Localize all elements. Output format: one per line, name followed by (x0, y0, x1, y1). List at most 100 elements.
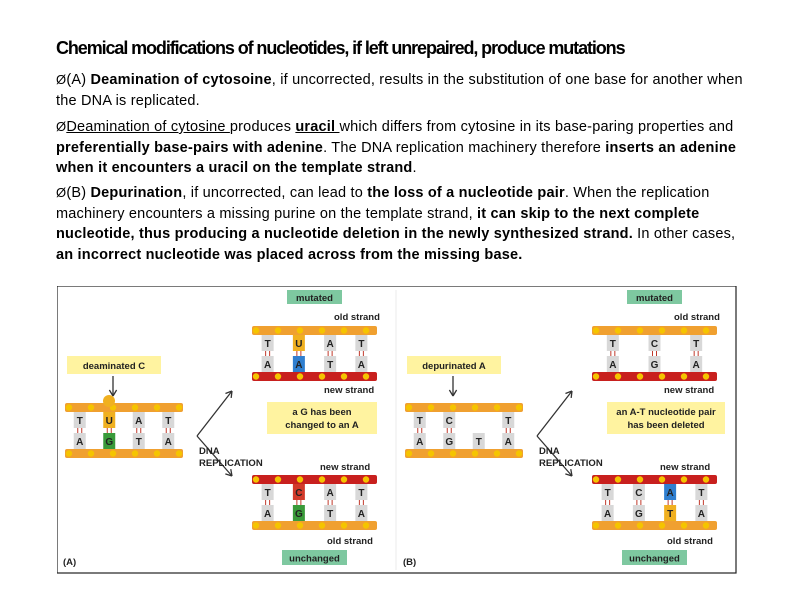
bullet-arrow-icon: Ø (56, 72, 67, 87)
paragraph-cytosine-deamination: Ø(A) Deamination of cytosoine, if uncorr… (56, 70, 746, 111)
a-unchanged-top-strand-phosphate (252, 476, 260, 483)
a-unchanged-bottom-strand (252, 521, 377, 530)
a-damaged-base-top (132, 412, 145, 428)
b-damaged-base-bottom-label: T (476, 437, 482, 448)
a-mutated-bottom-strand-phosphate (274, 373, 282, 380)
b-damaged-base-bottom-label: G (445, 437, 453, 448)
fork-b-up (536, 390, 573, 437)
b-mutated-base-top-label: C (651, 339, 658, 350)
b-damaged-bottom-strand-phosphate (493, 450, 501, 457)
b-unchanged-base-bottom-label: G (635, 509, 643, 520)
panel-letter-a: (A) (63, 557, 76, 568)
a-unchanged-base-bottom-label: G (295, 509, 303, 520)
a-mutated-base-top (292, 335, 305, 351)
fork-a-down (196, 435, 233, 477)
a-unchanged-bottom-strand-phosphate (318, 522, 326, 529)
a-mutated-top-strand-phosphate (274, 327, 282, 334)
a-unchanged-base-top (324, 484, 337, 500)
b-unchanged-base-bottom (695, 505, 708, 521)
callout-a-line1: a G has been (292, 407, 351, 418)
p3-t8: an incorrect nucleotide was placed acros… (56, 246, 523, 263)
a-mutated-base-bottom-label: A (264, 360, 271, 371)
a-damaged-top-strand-phosphate (87, 404, 95, 411)
a-damaged-base-top-label: A (135, 416, 142, 427)
b-unchanged-base-bottom (664, 505, 677, 521)
b-mutated-bottom-strand-phosphate (592, 373, 600, 380)
b-mutated-top-strand-phosphate (614, 327, 622, 334)
fork-b-down (536, 435, 573, 477)
b-unchanged-bottom-strand-phosphate (680, 522, 688, 529)
replication-label-b: REPLICATION (539, 458, 603, 469)
b-mutated-base-top (690, 335, 703, 351)
a-damaged-base-bottom (132, 433, 145, 449)
p3-t6: it can skip to the next complete nucleot… (56, 205, 700, 243)
dna-label-a: DNA (199, 446, 220, 457)
p3-t1: (B) (66, 185, 91, 201)
b-mutated-bottom-strand-phosphate (636, 373, 644, 380)
b-mutated-top-strand-phosphate (658, 327, 666, 334)
a-mutated-base-top (355, 335, 368, 351)
a-damaged-base-bottom-label: G (105, 437, 113, 448)
b-damaged-top-strand (405, 403, 523, 412)
b-mutated-base-top (606, 335, 619, 351)
a-unchanged-base-top-label: T (265, 488, 271, 499)
a-unchanged-bottom-strand-phosphate (340, 522, 348, 529)
p2-t1: Deamination of cytosine (66, 119, 230, 135)
a-unchanged-base-bottom (324, 505, 337, 521)
a-mutated-base-bottom (355, 356, 368, 372)
b-unchanged-base-top (695, 484, 708, 500)
a-mutated-base-top-label: T (358, 339, 364, 350)
callout-b-line1: an A-T nucleotide pair (616, 407, 716, 418)
b-unchanged-base-top (601, 484, 614, 500)
p3-t5: . When the replication machinery encount… (56, 185, 710, 222)
b-unchanged-top-strand-phosphate (592, 476, 600, 483)
a-unchanged-top-strand-phosphate (318, 476, 326, 483)
b-mutated-bottom-strand-phosphate (614, 373, 622, 380)
b-unchanged-base-top-label: A (667, 488, 674, 499)
a-damaged-bottom-strand-phosphate (87, 450, 95, 457)
b-unchanged-base-top (632, 484, 645, 500)
bottom-new-strand-label-a: new strand (320, 462, 370, 473)
a-damaged-bottom-strand-phosphate (131, 450, 139, 457)
p1-label: (A) (66, 72, 91, 88)
a-unchanged-bottom-strand-phosphate (274, 522, 282, 529)
a-damaged-bottom-strand-phosphate (175, 450, 183, 457)
b-unchanged-base-bottom-label: A (604, 509, 611, 520)
a-unchanged-base-top (355, 484, 368, 500)
b-unchanged-base-top-label: T (605, 488, 611, 499)
b-unchanged-top-strand-phosphate (636, 476, 644, 483)
b-mutated-bottom-strand-phosphate (702, 373, 710, 380)
a-damaged-base-top-label: T (165, 416, 171, 427)
old-strand-label-a: old strand (334, 312, 380, 323)
a-mutated-base-bottom-label: A (358, 360, 365, 371)
b-damaged-bottom-strand (405, 449, 523, 458)
b-mutated-top-strand-phosphate (592, 327, 600, 334)
b-unchanged-base-top (664, 484, 677, 500)
paragraph-depurination: Ø(B) Depurination, if uncorrected, can l… (56, 183, 746, 265)
b-mutated-bottom-strand-phosphate (658, 373, 666, 380)
a-damaged-top-strand-phosphate (175, 404, 183, 411)
a-mutated-bottom-strand-phosphate (318, 373, 326, 380)
label-depurinated-a-box (407, 356, 501, 374)
b-mutated-base-top (648, 335, 661, 351)
b-damaged-bottom-strand-phosphate (427, 450, 435, 457)
b-unchanged-bottom-strand (592, 521, 717, 530)
bottom-new-strand-label-b: new strand (660, 462, 710, 473)
fork-b-down-head (565, 468, 573, 477)
b-mutated-base-top-label: T (610, 339, 616, 350)
b-unchanged-base-top-label: C (635, 488, 642, 499)
a-damaged-bottom-strand-phosphate (65, 450, 73, 457)
a-damaged-base-bottom-label: A (76, 437, 83, 448)
a-mutated-base-top-label: A (327, 339, 334, 350)
b-damaged-bottom-strand-phosphate (471, 450, 479, 457)
a-unchanged-base-bottom (292, 505, 305, 521)
b-mutated-base-bottom-label: A (609, 360, 616, 371)
b-mutated-top-strand-phosphate (636, 327, 644, 334)
a-damaged-base-bottom (103, 433, 116, 449)
dna-label-b: DNA (539, 446, 560, 457)
a-unchanged-bottom-strand-phosphate (252, 522, 260, 529)
b-damaged-base-top-label: C (446, 416, 453, 427)
